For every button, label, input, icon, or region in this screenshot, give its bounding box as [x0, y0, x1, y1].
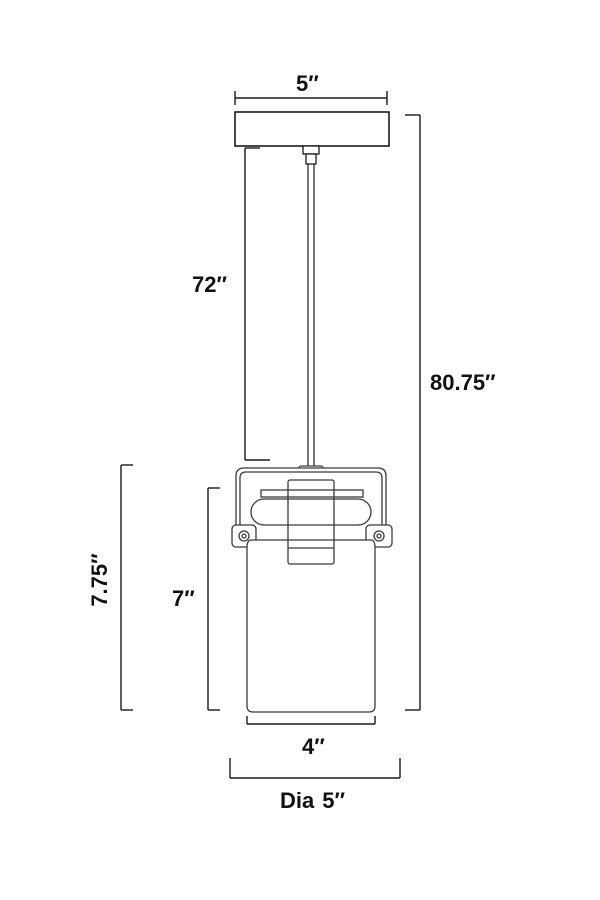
diameter-label: Dia 5″ [280, 790, 345, 812]
suspension-cord [307, 164, 315, 466]
overall-height-label: 80.75″ [430, 370, 496, 395]
fixture-height-label: 7.75″ [87, 553, 112, 607]
fixture-height-bracket [120, 464, 133, 711]
glass-shade [246, 539, 376, 713]
shade-width-bracket [246, 716, 376, 725]
cord-length-label: 72″ [192, 272, 228, 297]
jar-lid [250, 498, 372, 526]
diameter-value: 5″ [322, 788, 346, 813]
cord-length-bracket [244, 147, 270, 461]
overall-height-bracket [405, 114, 421, 711]
shade-height-label: 7″ [172, 586, 195, 611]
canopy-width-bracket [234, 91, 388, 105]
canopy [234, 111, 390, 147]
canopy-fitting [302, 145, 320, 165]
diameter-prefix: Dia [280, 788, 315, 813]
canopy-width-label: 5″ [296, 71, 319, 96]
shade-width-label: 4″ [302, 734, 325, 759]
shade-height-bracket [207, 487, 220, 711]
diameter-bracket [229, 758, 401, 779]
jar-cap [260, 489, 364, 498]
fixture [231, 465, 393, 713]
socket [287, 479, 335, 565]
